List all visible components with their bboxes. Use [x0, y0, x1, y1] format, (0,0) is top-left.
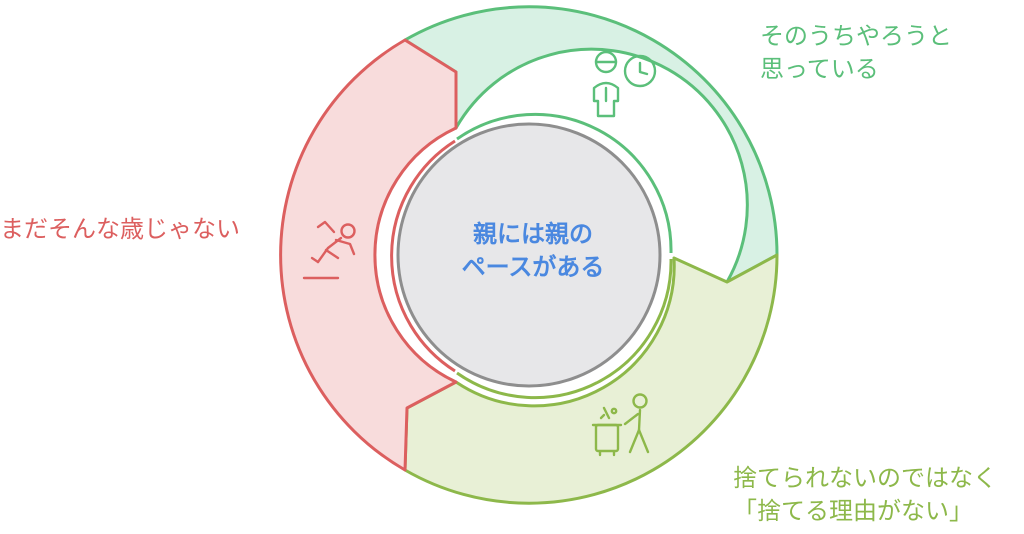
label-olive-line-2: 「捨てる理由がない」 [733, 497, 973, 525]
label-olive-segment: 捨てられないのではなく 「捨てる理由がない」 [733, 462, 997, 528]
person-slipping-icon [302, 220, 356, 280]
label-red-line-1: まだそんな歳じゃない [0, 215, 240, 243]
label-green-line-2: 思っている [760, 55, 879, 83]
label-red-segment: まだそんな歳じゃない [0, 213, 240, 246]
center-text-line-2: ペースがある [461, 253, 605, 281]
center-text: 親には親の ペースがある [428, 218, 638, 284]
center-circle [396, 122, 662, 388]
person-trash-bin-icon [591, 393, 650, 457]
inner-arc-green [456, 112, 673, 254]
label-green-line-1: そのうちやろうと [760, 22, 952, 50]
inner-arc-red [390, 139, 456, 373]
label-olive-line-1: 捨てられないのではなく [733, 464, 997, 492]
segment-olive [403, 253, 779, 505]
label-green-segment: そのうちやろうと 思っている [760, 20, 952, 86]
person-clock-icon [592, 50, 657, 118]
segment-red [279, 38, 458, 472]
center-text-line-1: 親には親の [473, 220, 593, 248]
segment-green [403, 5, 779, 284]
inner-arc-olive [456, 258, 673, 400]
